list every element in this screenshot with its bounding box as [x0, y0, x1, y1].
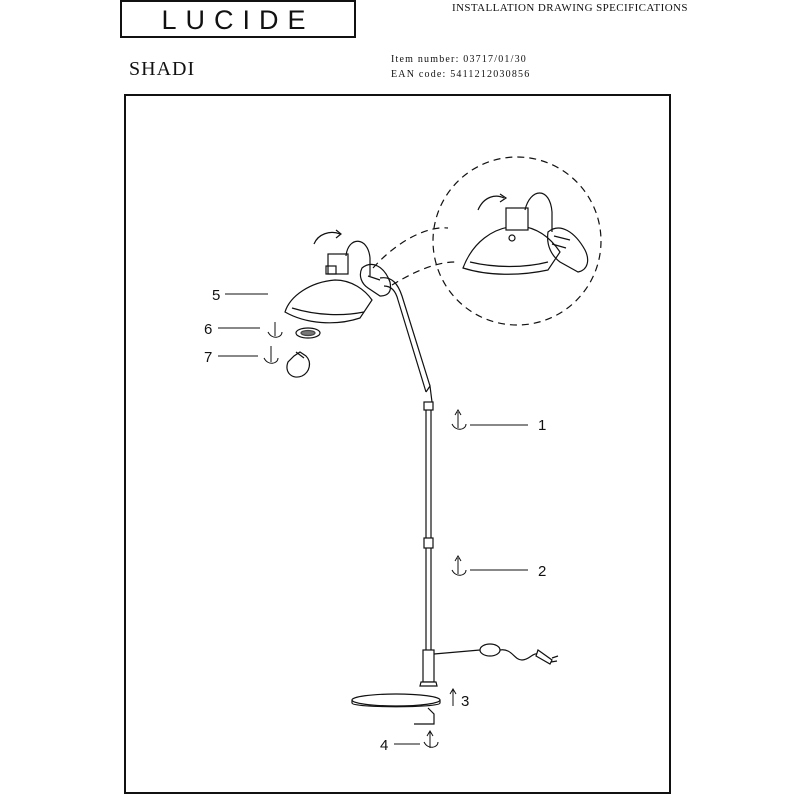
brand-logo-text: LUCIDE — [161, 5, 314, 35]
pole-lower — [419, 548, 438, 687]
drawing-frame — [124, 94, 671, 794]
callout-lines — [218, 293, 528, 745]
power-cable — [433, 643, 559, 665]
item-number: Item number: 03717/01/30 — [391, 54, 528, 65]
pole-upper — [423, 401, 434, 549]
step-4-label: 4 — [380, 737, 388, 754]
detail-callout — [372, 156, 602, 326]
step-7-label: 7 — [204, 349, 212, 366]
step-5-label: 5 — [212, 287, 220, 304]
diffuser-ring — [295, 327, 321, 339]
lamp-head — [284, 229, 392, 324]
step-2-label: 2 — [538, 563, 546, 580]
spec-title: INSTALLATION DRAWING SPECIFICATIONS — [452, 2, 688, 14]
step-1-label: 1 — [538, 417, 546, 434]
brand-logo: LUCIDE — [120, 0, 356, 38]
rotation-arrows — [263, 322, 467, 748]
light-bulb — [286, 351, 311, 378]
step-6-label: 6 — [204, 321, 212, 338]
lamp-base — [351, 693, 441, 725]
step-3-label: 3 — [461, 693, 469, 710]
ean-code: EAN code: 5411212030856 — [391, 69, 531, 80]
lamp-arm — [379, 277, 433, 403]
product-name: SHADI — [129, 58, 196, 80]
